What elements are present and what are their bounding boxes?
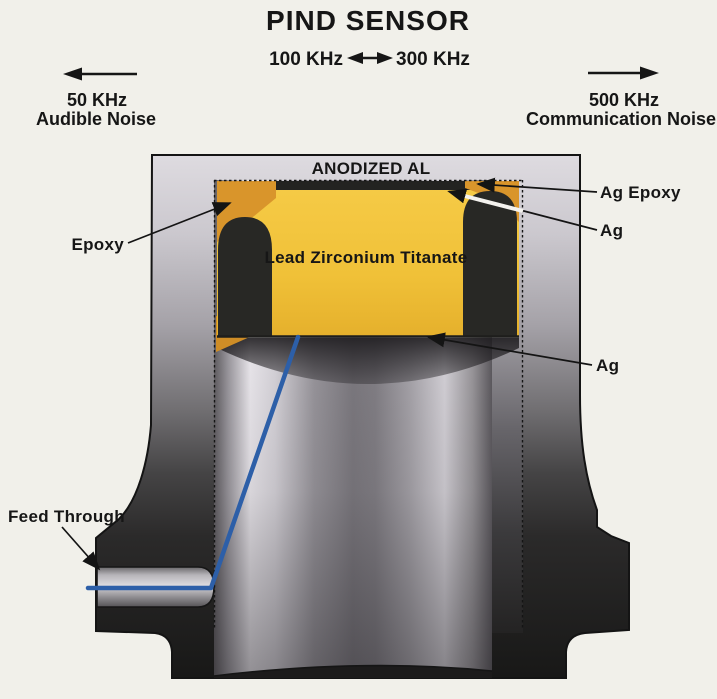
housing-label: ANODIZED AL xyxy=(312,159,431,178)
leader-ag-epoxy xyxy=(476,177,598,193)
diagram-labels: ANODIZED AL Lead Zirconium Titanate Epox… xyxy=(8,159,681,526)
band-low-label: 100 KHz xyxy=(269,49,343,70)
band-high-label: 300 KHz xyxy=(396,49,470,70)
left-marker-freq: 50 KHz xyxy=(67,90,127,110)
left-arrow-icon xyxy=(63,67,137,81)
electrode-right xyxy=(463,191,517,337)
ag-epoxy-layer xyxy=(258,181,474,190)
crystal-assembly xyxy=(217,181,519,338)
cylinder-bottom-edge xyxy=(213,664,493,677)
header: PIND SENSOR 100 KHz 300 KHz 50 KHz Audib… xyxy=(36,5,716,129)
leader-feed-through xyxy=(61,526,101,571)
leader-ag-upper-black xyxy=(519,209,598,231)
cavity-outline xyxy=(213,179,524,630)
callout-epoxy: Epoxy xyxy=(71,235,124,254)
callout-ag-lower: Ag xyxy=(596,356,619,375)
sensor-body xyxy=(85,154,630,679)
right-arrow-icon xyxy=(588,66,659,80)
signal-wire xyxy=(85,334,301,591)
leader-epoxy xyxy=(127,202,232,244)
callout-ag-epoxy: Ag Epoxy xyxy=(600,183,681,202)
cylinder-bottom-rim xyxy=(214,665,492,678)
callout-ag-upper: Ag xyxy=(600,221,623,240)
cylinder-shading xyxy=(214,340,492,677)
figure-title: PIND SENSOR xyxy=(266,5,470,36)
callout-feed-through: Feed Through xyxy=(8,507,125,526)
leader-ag-upper-tip xyxy=(447,188,468,204)
electrode-left xyxy=(218,217,272,337)
crystal-label: Lead Zirconium Titanate xyxy=(264,248,467,267)
left-marker-label: Audible Noise xyxy=(36,109,156,129)
right-marker-freq: 500 KHz xyxy=(589,90,659,110)
right-marker-label: Communication Noise xyxy=(526,109,716,129)
leader-ag-lower xyxy=(426,332,593,366)
callout-leaders xyxy=(61,177,598,571)
double-arrow-icon xyxy=(347,52,393,64)
